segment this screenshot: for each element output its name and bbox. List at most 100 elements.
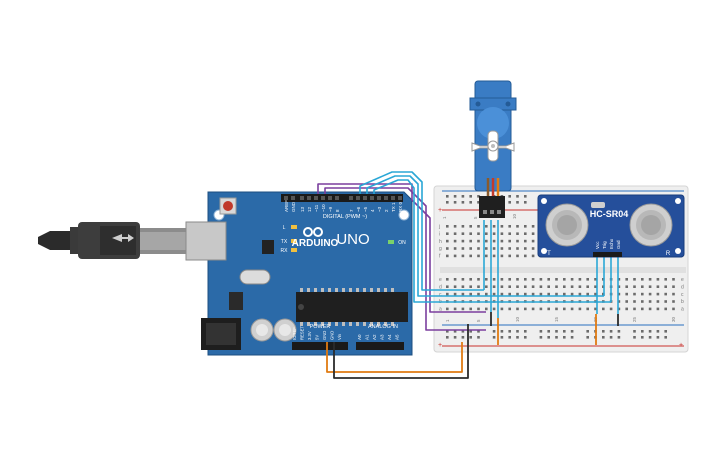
breadboard-hole: [633, 278, 636, 281]
breadboard-hole: [625, 278, 628, 281]
breadboard-hole: [602, 307, 605, 311]
breadboard-hole: [485, 254, 488, 258]
servo-connector: [479, 196, 505, 218]
breadboard-hole: [453, 254, 457, 258]
breadboard-hole: [539, 285, 543, 288]
breadboard-hole: [469, 336, 472, 339]
breadboard-hole: [446, 336, 449, 339]
breadboard-hole: [547, 336, 550, 339]
breadboard-hole: [477, 336, 480, 339]
breadboard-hole: [524, 285, 527, 288]
breadboard-hole: [524, 254, 527, 258]
breadboard-hole: [648, 300, 652, 303]
breadboard-hole: [516, 225, 519, 228]
breadboard-hole: [500, 254, 504, 258]
breadboard-hole: [586, 285, 589, 288]
breadboard-row-label: j: [438, 224, 440, 230]
breadboard-hole: [446, 225, 449, 228]
breadboard-hole: [461, 247, 465, 250]
breadboard-hole: [508, 285, 511, 288]
breadboard-hole: [531, 278, 535, 281]
analog-pin-label: A0: [357, 334, 362, 340]
breadboard-hole: [524, 195, 527, 198]
breadboard-hole: [531, 247, 535, 250]
wire-purple-signal: [317, 183, 486, 313]
breadboard-row-label: c: [439, 292, 442, 298]
breadboard-row-label: e: [681, 277, 684, 283]
breadboard-hole: [492, 330, 496, 333]
breadboard-hole: [516, 201, 519, 204]
sensor-model-label: HC-SR04: [590, 209, 629, 219]
wire-blue-echo: [373, 179, 611, 303]
breadboard-hole: [485, 247, 488, 250]
breadboard-hole: [516, 195, 519, 198]
breadboard-hole: [555, 292, 558, 296]
breadboard-row-label: a: [681, 307, 684, 313]
breadboard-col-label: 5: [476, 319, 481, 322]
breadboard-hole: [656, 285, 660, 288]
breadboard-hole: [625, 292, 628, 296]
breadboard-hole: [453, 195, 457, 198]
breadboard-hole: [446, 195, 449, 198]
breadboard-hole: [586, 307, 589, 311]
breadboard-row-label: d: [681, 284, 684, 290]
power-pin-label: GND: [330, 331, 335, 340]
breadboard-hole: [641, 285, 644, 288]
breadboard-hole: [477, 278, 480, 281]
breadboard-hole: [547, 285, 550, 288]
breadboard-hole: [477, 201, 480, 204]
breadboard-hole: [461, 330, 465, 333]
breadboard-hole: [500, 278, 504, 281]
breadboard-row-label: g: [439, 246, 442, 252]
analog-pin-label: A1: [365, 334, 370, 340]
breadboard-hole: [578, 278, 582, 281]
power-pin-label: 5V: [315, 335, 320, 340]
breadboard-hole: [672, 292, 675, 296]
breadboard-hole: [547, 278, 550, 281]
wires: [317, 171, 619, 379]
power-label: POWER: [310, 324, 331, 330]
breadboard-hole: [461, 307, 465, 311]
breadboard-hole: [500, 285, 504, 288]
breadboard-hole: [508, 195, 511, 198]
breadboard-col-label: 5: [473, 216, 478, 219]
digital-header: [281, 194, 403, 202]
breadboard-col-label: 25: [632, 316, 637, 322]
breadboard-hole: [485, 307, 488, 311]
breadboard-hole: [469, 239, 472, 243]
breadboard-hole: [485, 292, 488, 296]
breadboard-hole: [539, 278, 543, 281]
breadboard-hole: [586, 330, 589, 333]
breadboard-hole: [524, 336, 527, 339]
analog-label: ANALOG IN: [368, 324, 398, 330]
digital-pin-label: AREF: [284, 200, 289, 212]
breadboard-hole: [492, 247, 496, 250]
breadboard-hole: [656, 307, 660, 311]
breadboard-hole: [453, 232, 457, 235]
breadboard-hole: [469, 254, 472, 258]
breadboard-hole: [492, 254, 496, 258]
breadboard-hole: [516, 292, 519, 296]
breadboard-hole: [656, 292, 660, 296]
breadboard-hole: [485, 239, 488, 243]
breadboard-hole: [594, 278, 597, 281]
breadboard-hole: [531, 254, 535, 258]
wire-blue-servo: [359, 171, 484, 291]
reset-button[interactable]: [219, 197, 237, 215]
breadboard-hole: [485, 278, 488, 281]
analog-header: [356, 342, 404, 350]
breadboard-hole: [609, 307, 613, 311]
breadboard-hole: [446, 330, 449, 333]
sensor-pin-label: Echo: [609, 238, 614, 249]
breadboard-hole: [617, 307, 621, 311]
breadboard-hole: [555, 285, 558, 288]
breadboard-hole: [485, 285, 488, 288]
breadboard-hole: [516, 232, 519, 235]
power-pin-label: Vin: [337, 333, 342, 340]
sensor-t-label: T: [547, 251, 551, 257]
breadboard-hole: [617, 336, 621, 339]
breadboard-row-label: i: [439, 231, 440, 237]
analog-pin-label: A4: [387, 334, 392, 340]
breadboard-hole: [446, 239, 449, 243]
